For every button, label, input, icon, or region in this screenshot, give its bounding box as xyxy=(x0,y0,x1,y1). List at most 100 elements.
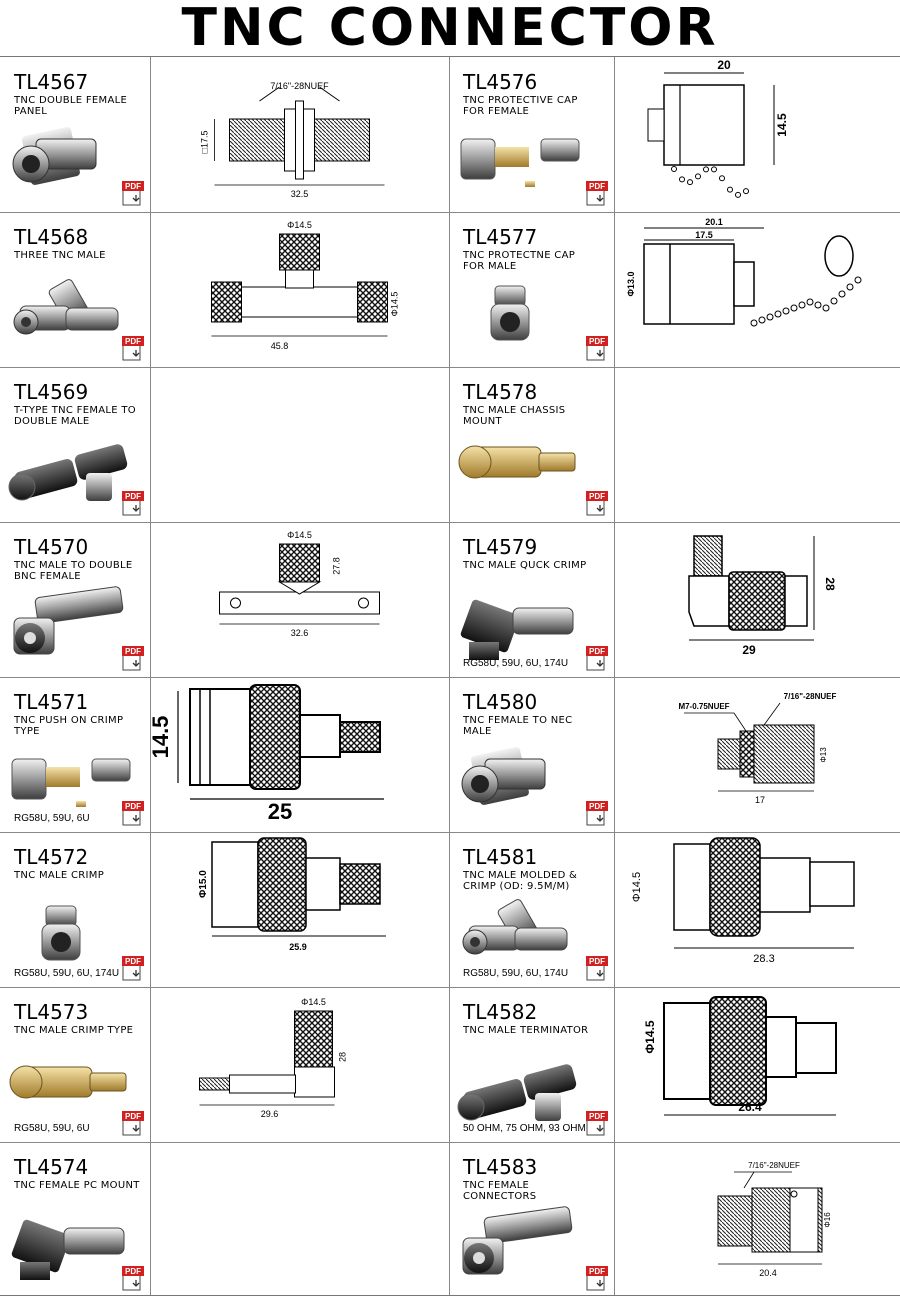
product-code: TL4576 xyxy=(463,70,538,94)
product-code: TL4583 xyxy=(463,1155,538,1179)
drawing-cell: 7/16"-28NUEF □17.5 32.5 xyxy=(150,57,449,212)
pdf-download-icon[interactable]: PDF xyxy=(586,646,608,672)
product-photo xyxy=(461,747,546,805)
product-photo xyxy=(13,586,124,655)
page-title: TNC CONNECTOR xyxy=(181,0,719,58)
svg-text:32.6: 32.6 xyxy=(291,628,309,638)
grid-vertical-rule xyxy=(449,57,450,1295)
dimension-drawing xyxy=(150,1142,449,1297)
svg-text:20.4: 20.4 xyxy=(759,1268,777,1278)
product-photo xyxy=(11,1219,125,1280)
svg-text:□17.5: □17.5 xyxy=(200,131,210,154)
pdf-download-icon[interactable]: PDF xyxy=(122,801,144,827)
product-description: TNC PROTECTIVE CAP FOR FEMALE xyxy=(463,95,578,117)
cable-types: RG58U, 59U, 6U, 174U xyxy=(463,968,569,979)
product-description: TNC FEMALE TO NEC MALE xyxy=(463,715,573,737)
product-photo xyxy=(457,1064,577,1121)
svg-text:17.5: 17.5 xyxy=(695,230,713,240)
svg-text:29.6: 29.6 xyxy=(261,1109,279,1119)
product-code: TL4567 xyxy=(14,70,89,94)
pdf-download-icon[interactable]: PDF xyxy=(122,956,144,982)
pdf-download-icon[interactable]: PDF xyxy=(586,181,608,207)
product-description: TNC FEMALE PC MOUNT xyxy=(14,1180,140,1191)
cable-types: RG58U, 59U, 6U, 174U xyxy=(14,968,120,979)
svg-text:PDF: PDF xyxy=(589,957,605,966)
product-code: TL4577 xyxy=(463,225,538,249)
dimension-drawing xyxy=(150,367,449,522)
svg-text:Φ14.5: Φ14.5 xyxy=(643,1020,657,1054)
drawing-cell xyxy=(614,367,900,522)
svg-text:PDF: PDF xyxy=(589,1267,605,1276)
dimension-drawing: 7/16"-28NUEF □17.5 32.5 xyxy=(200,81,385,199)
dimension-drawing: Φ14.528.3 xyxy=(631,837,855,965)
pdf-download-icon[interactable]: PDF xyxy=(586,336,608,362)
pdf-download-icon[interactable]: PDF xyxy=(122,1266,144,1292)
svg-text:Φ14.5: Φ14.5 xyxy=(390,292,400,317)
product-description: TNC DOUBLE FEMALE PANEL xyxy=(14,95,128,117)
product-description: TNC MALE TO DOUBLE BNC FEMALE xyxy=(14,560,133,582)
svg-text:Φ14.5: Φ14.5 xyxy=(631,872,643,902)
grid-horizontal-rule xyxy=(0,212,900,213)
svg-text:7/16"-28NUEF: 7/16"-28NUEF xyxy=(748,1161,800,1170)
pdf-download-icon[interactable]: PDF xyxy=(586,801,608,827)
svg-text:PDF: PDF xyxy=(589,647,605,656)
svg-text:Φ14.5: Φ14.5 xyxy=(287,530,312,540)
cable-types: 50 OHM, 75 OHM, 93 OHM xyxy=(463,1123,586,1134)
pdf-download-icon[interactable]: PDF xyxy=(122,1111,144,1137)
pdf-download-icon[interactable]: PDF xyxy=(122,646,144,672)
pdf-download-icon[interactable]: PDF xyxy=(586,956,608,982)
product-description: TNC PROTECTNE CAP FOR MALE xyxy=(463,250,576,272)
pdf-download-icon[interactable]: PDF xyxy=(122,491,144,517)
drawing-cell xyxy=(150,367,449,522)
product-code: TL4574 xyxy=(14,1155,89,1179)
product-code: TL4570 xyxy=(14,535,89,559)
svg-text:Φ13: Φ13 xyxy=(819,747,828,763)
product-code: TL4580 xyxy=(463,690,538,714)
svg-text:7/16"-28NUEF: 7/16"-28NUEF xyxy=(270,81,329,91)
svg-text:32.5: 32.5 xyxy=(291,189,309,199)
pdf-download-icon[interactable]: PDF xyxy=(122,181,144,207)
pdf-download-icon[interactable]: PDF xyxy=(122,336,144,362)
svg-text:29: 29 xyxy=(742,643,756,657)
svg-text:PDF: PDF xyxy=(125,802,141,811)
svg-text:PDF: PDF xyxy=(589,1112,605,1121)
product-code: TL4572 xyxy=(14,845,89,869)
cable-types: RG58U, 59U, 6U, 174U xyxy=(463,658,569,669)
dimension-drawing: Φ14.526.4 xyxy=(643,996,837,1116)
svg-text:PDF: PDF xyxy=(125,647,141,656)
product-description: TNC MALE CRIMP TYPE xyxy=(14,1025,134,1036)
product-description: TNC FEMALE CONNECTORS xyxy=(463,1180,537,1202)
product-photo xyxy=(8,444,128,501)
svg-text:PDF: PDF xyxy=(125,492,141,501)
product-photo xyxy=(490,285,530,341)
product-photo xyxy=(9,1065,127,1099)
product-code: TL4573 xyxy=(14,1000,89,1024)
pdf-download-icon[interactable]: PDF xyxy=(586,491,608,517)
svg-text:14.5: 14.5 xyxy=(775,113,789,137)
product-description: T-TYPE TNC FEMALE TO DOUBLE MALE xyxy=(14,405,136,427)
pdf-download-icon[interactable]: PDF xyxy=(586,1111,608,1137)
grid-horizontal-rule xyxy=(0,677,900,678)
product-code: TL4571 xyxy=(14,690,89,714)
pdf-download-icon[interactable]: PDF xyxy=(586,1266,608,1292)
